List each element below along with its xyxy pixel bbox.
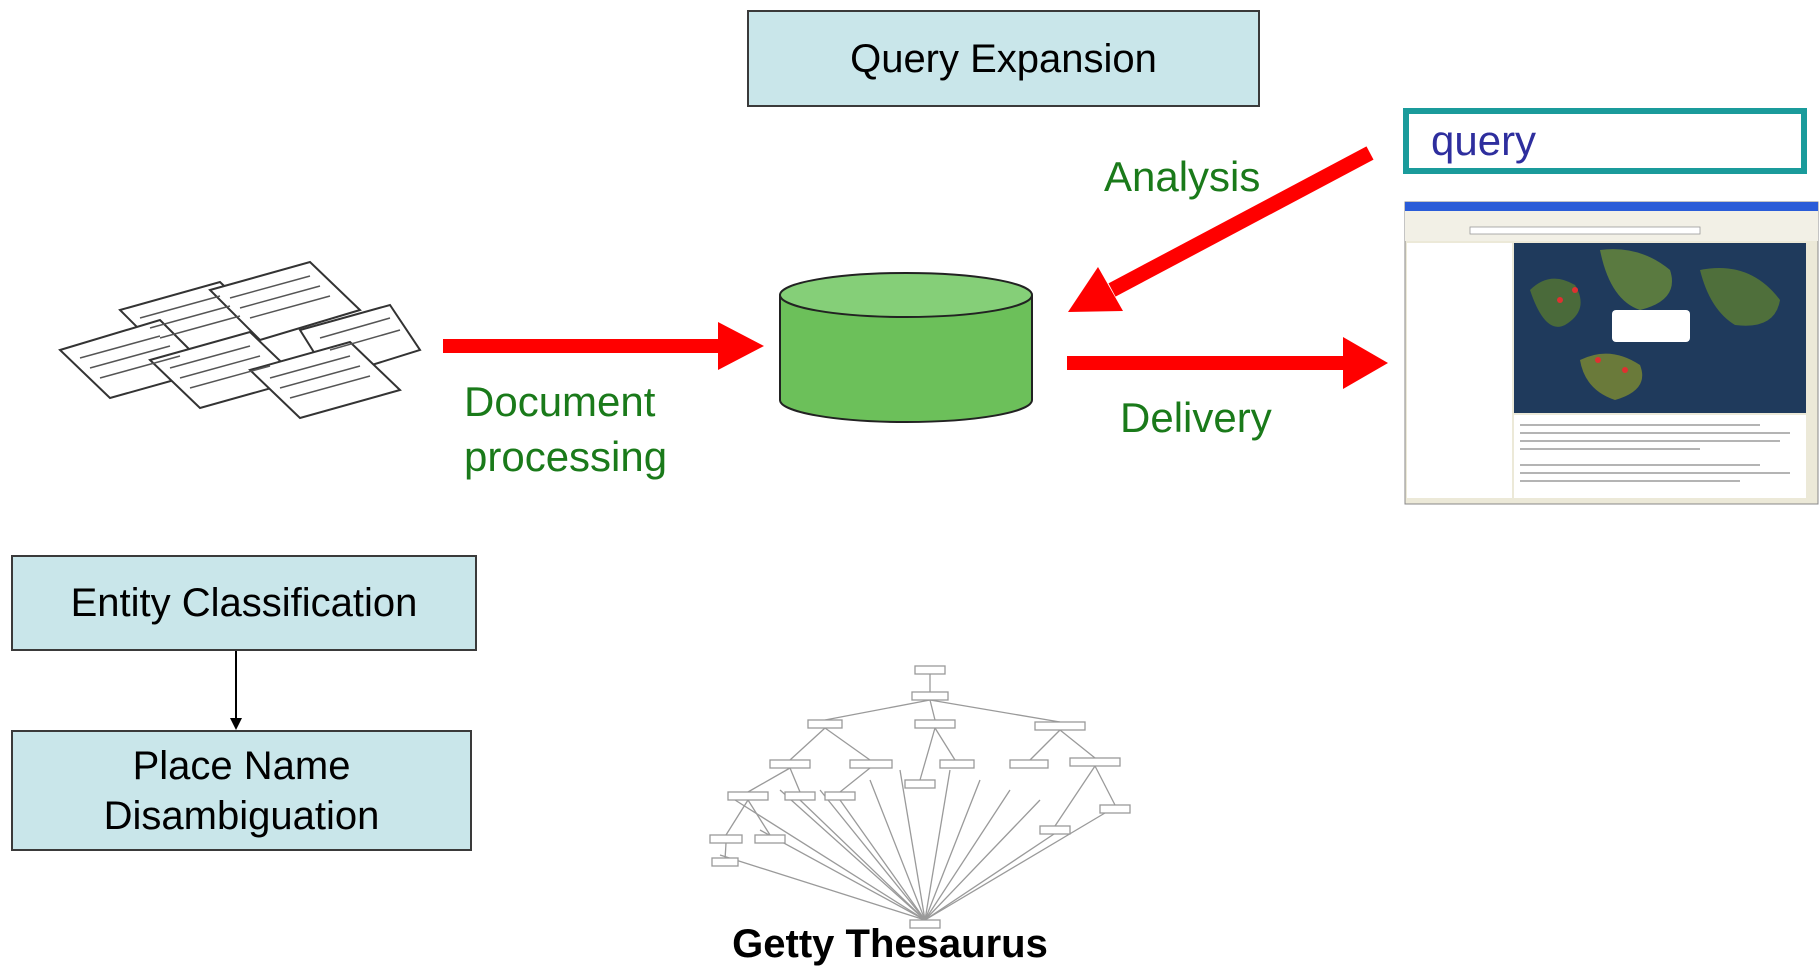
document-processing-line2: processing: [464, 432, 668, 480]
getty-thesaurus-caption: Getty Thesaurus: [732, 922, 1048, 966]
arrow-analysis: [1068, 146, 1374, 312]
thesaurus-tree-graphic: [709, 665, 1131, 929]
document-processing-line1: Document: [464, 378, 656, 425]
document-processing-label: Document processing: [464, 375, 667, 484]
place-name-line1: Place Name: [132, 743, 351, 788]
analysis-label: Analysis: [1104, 153, 1261, 200]
entity-classification-box: Entity Classification: [11, 555, 477, 651]
connector-arrow: [230, 651, 242, 730]
arrow-document-processing: [443, 322, 764, 370]
place-name-line2: Disambiguation: [103, 793, 380, 838]
arrow-delivery: [1067, 337, 1388, 389]
query-input-box[interactable]: query: [1403, 108, 1807, 174]
query-expansion-box: Query Expansion: [747, 10, 1260, 107]
newspapers-icon: [58, 260, 422, 420]
browser-screenshot-icon: [1404, 201, 1819, 505]
delivery-label: Delivery: [1120, 394, 1272, 441]
place-name-disambiguation-box: Place Name Disambiguation: [11, 730, 472, 851]
database-icon: [779, 272, 1033, 423]
